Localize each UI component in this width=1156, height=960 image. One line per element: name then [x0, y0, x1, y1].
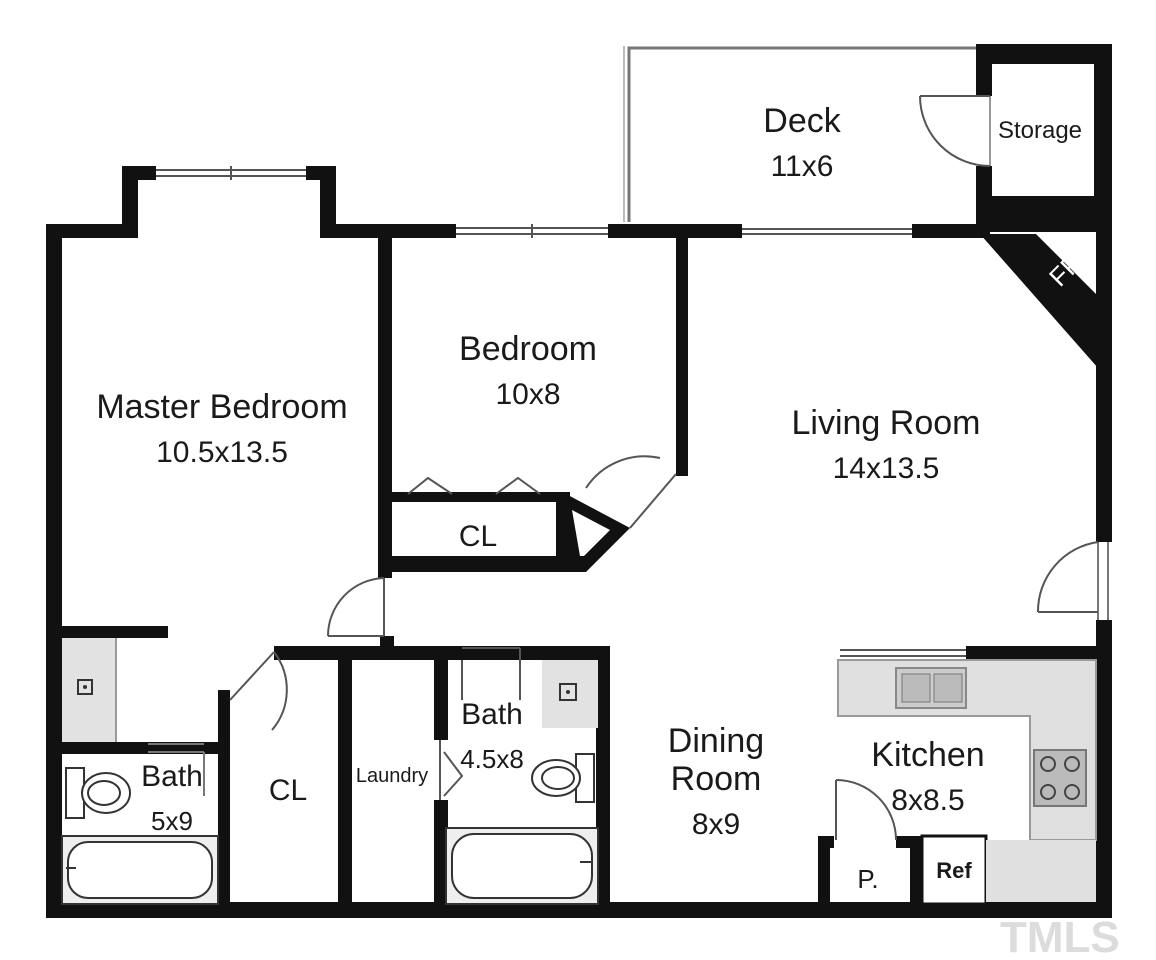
living-room-door [1036, 541, 1099, 613]
kitchen-dimensions: 8x8.5 [891, 784, 964, 817]
pantry-label: P. [857, 864, 878, 894]
bedroom-closet-label: CL [459, 520, 497, 553]
hall-bath-label: Bath [461, 698, 523, 731]
master-bath-door [148, 743, 205, 796]
watermark: TMLS [1000, 913, 1120, 960]
hall-closet-label: CL [269, 774, 307, 807]
storage-room [919, 44, 1112, 232]
hall-bath-fixtures [445, 660, 599, 905]
master-bath-dimensions: 5x9 [151, 806, 193, 836]
refrigerator [920, 834, 1096, 906]
bedroom-door [585, 455, 677, 529]
laundry-label: Laundry [356, 765, 428, 787]
master-bath-fixtures [61, 638, 219, 905]
bedroom-label: Bedroom [459, 330, 597, 368]
deck-dimensions: 11x6 [771, 150, 834, 183]
hall-bath-dimensions: 4.5x8 [460, 744, 524, 774]
kitchen-counters [837, 659, 1097, 841]
dining-room-label-line1: Dining [668, 722, 764, 760]
master-bedroom-dimensions: 10.5x13.5 [156, 436, 288, 469]
deck [623, 46, 980, 222]
refrigerator-label: Ref [936, 858, 972, 883]
master-bedroom-door [327, 577, 385, 637]
fireplace: FP [980, 234, 1098, 368]
bedroom-closet-doors [407, 476, 541, 495]
living-room-label: Living Room [792, 404, 981, 442]
kitchen-label: Kitchen [871, 736, 984, 774]
pantry-door [835, 779, 897, 841]
dining-room-label-line2: Room [671, 760, 762, 798]
bedroom-dimensions: 10x8 [495, 378, 560, 411]
interior-walls [46, 224, 1112, 916]
dining-room-dimensions: 8x9 [692, 808, 740, 841]
hall-bath-door [461, 647, 521, 700]
living-room-dimensions: 14x13.5 [833, 452, 940, 485]
windows [156, 166, 1114, 660]
laundry-door [439, 740, 464, 800]
master-bedroom-label: Master Bedroom [96, 388, 347, 426]
deck-label: Deck [763, 102, 841, 140]
master-bath-label: Bath [141, 760, 203, 793]
storage-label: Storage [998, 117, 1082, 144]
hall-closet-door [229, 651, 288, 731]
